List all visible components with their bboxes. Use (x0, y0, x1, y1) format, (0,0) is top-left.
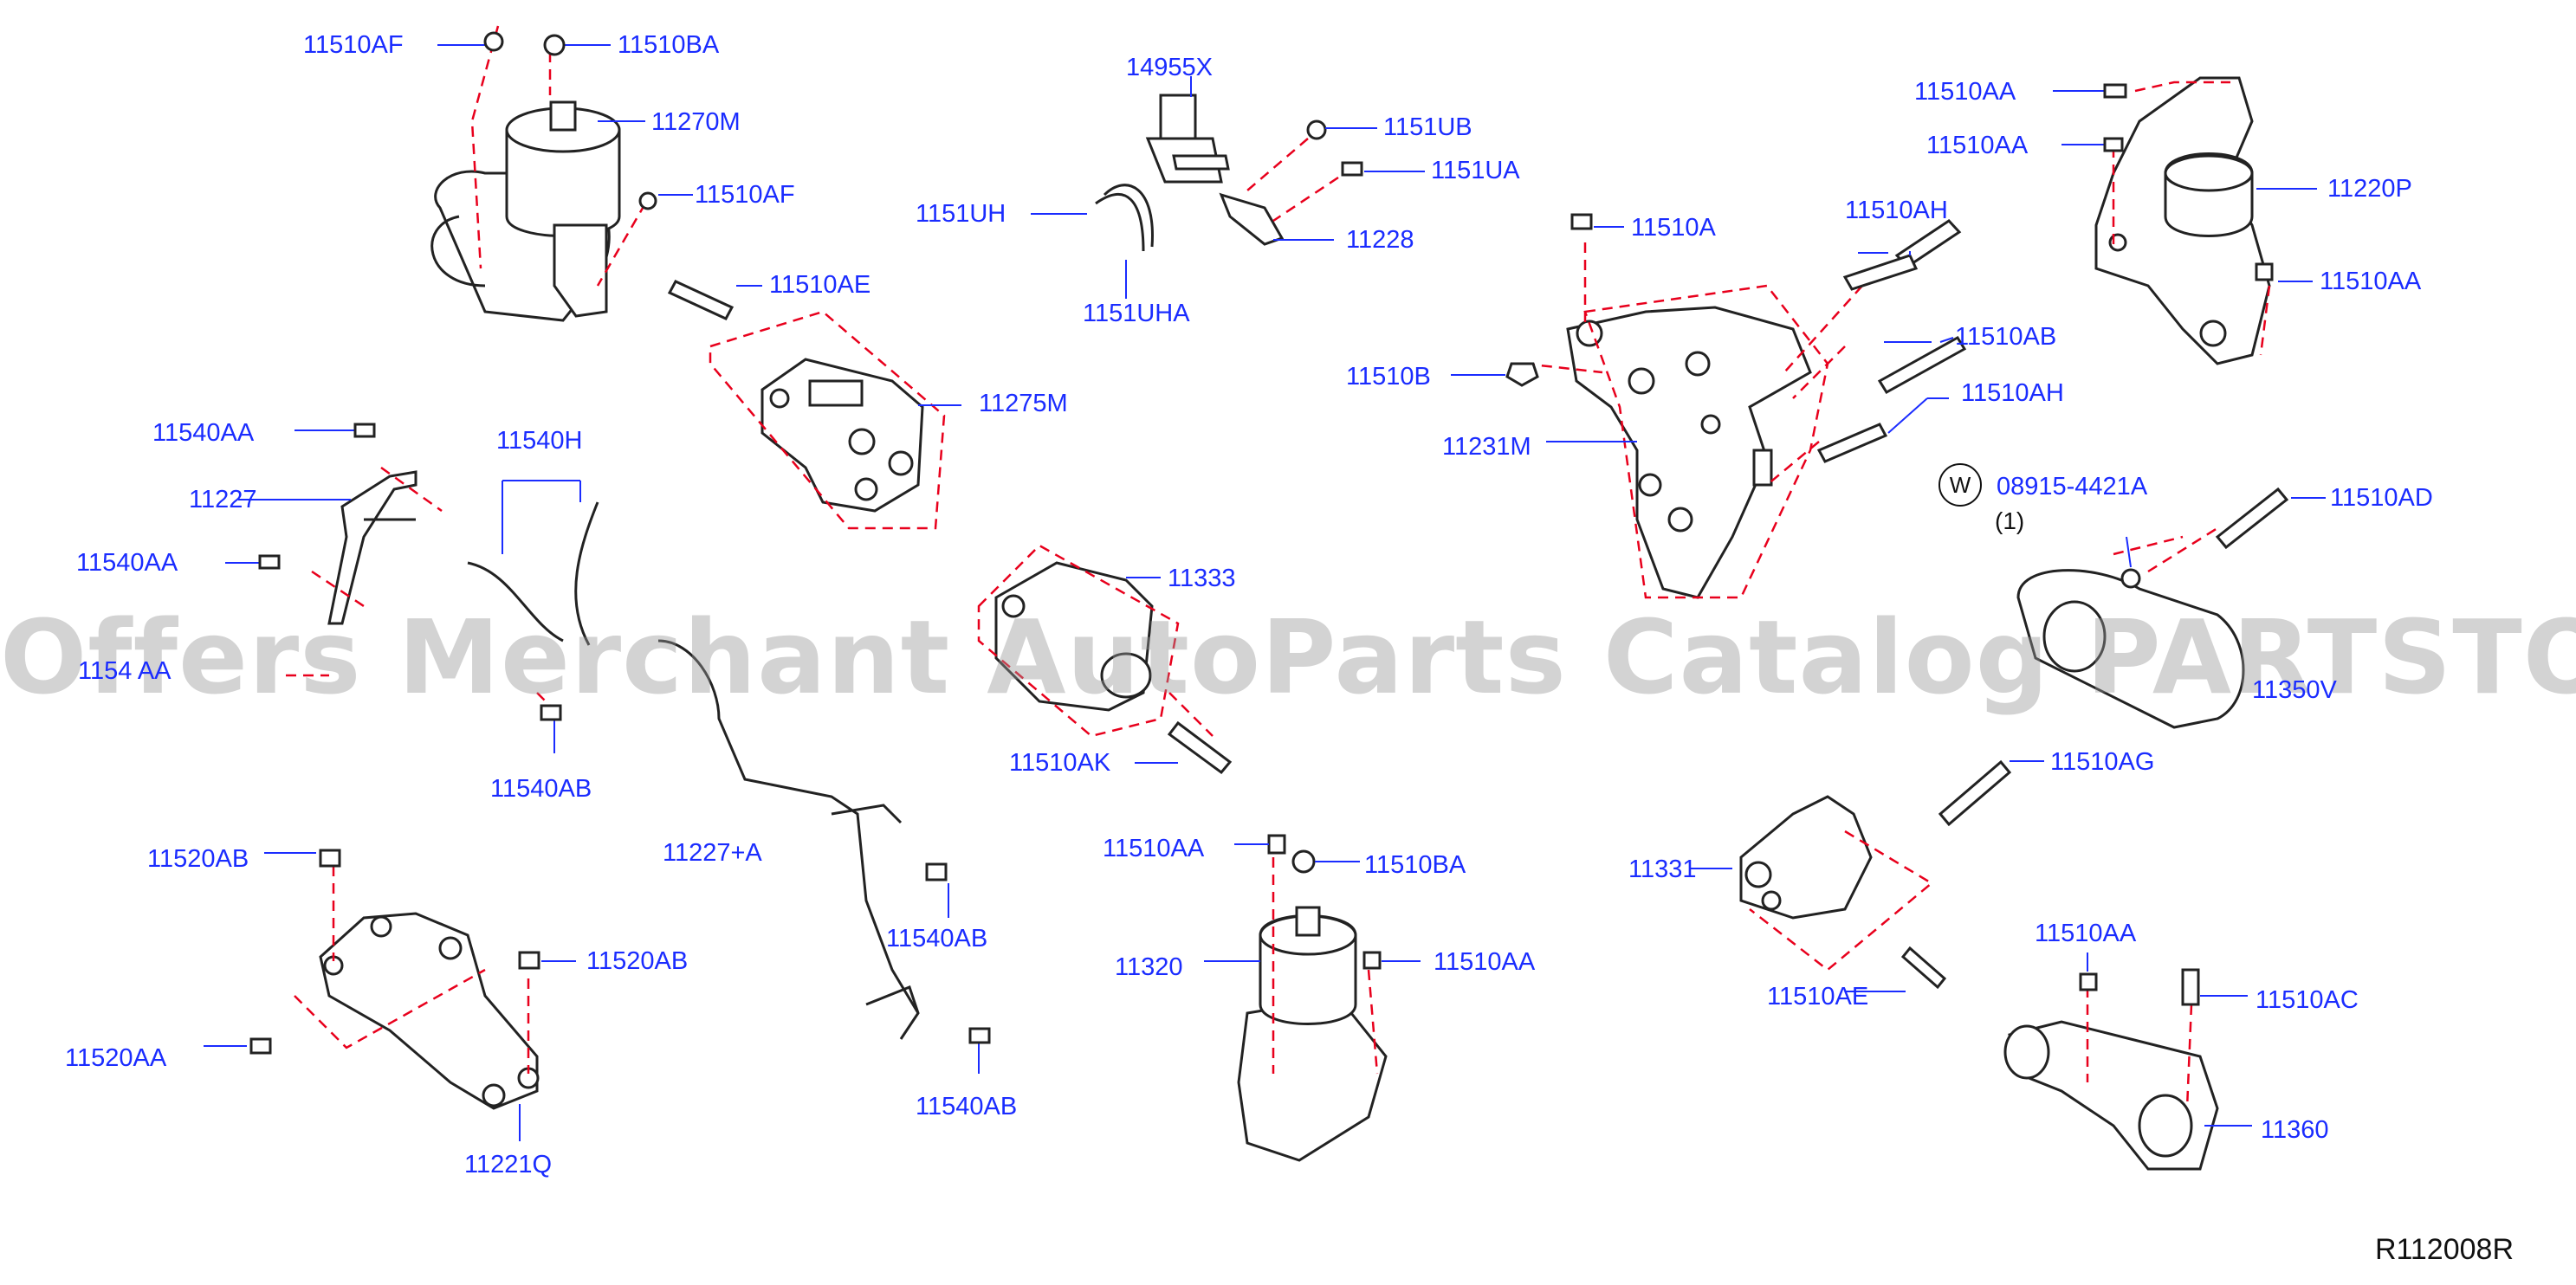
part-label-11510ah-lower[interactable]: 11510AH (1961, 379, 2064, 407)
part-label-11221q[interactable]: 11221Q (464, 1151, 553, 1178)
part-label-11510aa-r1[interactable]: 11510AA (1914, 78, 2016, 106)
insulator-11350v-drawing (2016, 526, 2245, 729)
part-label-11320[interactable]: 11320 (1115, 953, 1183, 981)
part-label-1151uh[interactable]: 1151UH (916, 200, 1006, 228)
bracket-11231m-drawing (1524, 242, 1863, 599)
part-label-11540ab-mid[interactable]: 11540AB (886, 925, 988, 952)
part-label-11540h[interactable]: 11540H (496, 427, 583, 455)
part-label-11540aa-top[interactable]: 11540AA (152, 419, 255, 447)
bracket-11333-drawing (977, 544, 1214, 738)
w-symbol-circle: W (1938, 463, 1982, 507)
part-label-11231m[interactable]: 11231M (1442, 433, 1531, 461)
bracket-11221q-drawing (294, 866, 540, 1110)
part-label-11510ad[interactable]: 11510AD (2330, 484, 2433, 512)
part-label-11360[interactable]: 11360 (2261, 1116, 2329, 1144)
part-label-11520aa[interactable]: 11520AA (65, 1044, 167, 1072)
part-label-11510ba-top[interactable]: 11510BA (618, 31, 720, 59)
part-label-11510ah-top[interactable]: 11510AH (1845, 197, 1948, 224)
part-label-11333[interactable]: 11333 (1168, 565, 1236, 592)
solenoid-group-drawing (1095, 94, 1363, 252)
part-label-11510aa-r2[interactable]: 11510AA (1926, 132, 2029, 159)
part-label-11540ab-left[interactable]: 11540AB (490, 775, 592, 803)
part-label-11228[interactable]: 11228 (1346, 226, 1414, 254)
part-label-11510aa-center-right[interactable]: 11510AA (1434, 948, 1536, 976)
pipe-and-hose-drawing (286, 466, 920, 1040)
part-label-11510b[interactable]: 11510B (1346, 363, 1431, 391)
part-label-11510ac[interactable]: 11510AC (2256, 986, 2359, 1014)
part-label-1151ua[interactable]: 1151UA (1431, 157, 1520, 184)
part-label-11331[interactable]: 11331 (1628, 856, 1697, 883)
part-label-11510af-lower[interactable]: 11510AF (695, 181, 795, 209)
engine-mount-11360-drawing (2003, 987, 2219, 1171)
diagram-id-code: R112008R (2374, 1233, 2514, 1266)
part-label-11220p[interactable]: 11220P (2327, 175, 2412, 203)
part-label-11275m[interactable]: 11275M (979, 390, 1068, 417)
part-label-11520ab-top[interactable]: 11520AB (147, 845, 249, 873)
part-label-11520ab-lower[interactable]: 11520AB (586, 947, 689, 975)
part-label-11227[interactable]: 11227 (189, 486, 257, 513)
part-label-11510ag[interactable]: 11510AG (2050, 748, 2155, 776)
part-label-11510aa-center[interactable]: 11510AA (1103, 835, 1205, 862)
part-label-11540aa-mid[interactable]: 11540AA (76, 549, 178, 577)
part-label-08915-4421a[interactable]: 08915-4421A (1997, 473, 2148, 500)
part-label-11510a[interactable]: 11510A (1631, 214, 1716, 242)
part-label-11350v[interactable]: 11350V (2252, 676, 2337, 704)
part-label-11270m[interactable]: 11270M (651, 108, 741, 136)
part-label-11540ab-lower[interactable]: 11540AB (916, 1093, 1018, 1120)
watermark-text: Offers Merchant AutoParts Catalog PARTST… (0, 597, 2576, 717)
bracket-11275m-drawing (709, 310, 946, 530)
bracket-11331-drawing (1739, 795, 1934, 972)
part-label-11510af-top[interactable]: 11510AF (303, 31, 404, 59)
engine-mount-11270m-drawing (430, 25, 647, 322)
part-label-1154-aa[interactable]: 1154 AA (78, 657, 172, 685)
part-label-14955x[interactable]: 14955X (1126, 54, 1213, 81)
part-label-11510ae-top[interactable]: 11510AE (769, 271, 871, 299)
part-label-11510ak[interactable]: 11510AK (1009, 749, 1111, 777)
part-label-11510aa-lower-right[interactable]: 11510AA (2035, 920, 2137, 947)
engine-mount-11320-drawing (1237, 857, 1388, 1162)
part-label-11510ba-center[interactable]: 11510BA (1364, 851, 1466, 879)
part-label-11510ae-lower[interactable]: 11510AE (1767, 983, 1869, 1011)
quantity-note: (1) (1995, 507, 2025, 534)
part-label-11510aa-r3[interactable]: 11510AA (2320, 268, 2422, 295)
part-label-1151ub[interactable]: 1151UB (1383, 113, 1472, 141)
part-label-11510ab[interactable]: 11510AB (1955, 323, 2057, 351)
part-label-11227-plus-a[interactable]: 11227+A (663, 839, 762, 867)
part-label-1151uha[interactable]: 1151UHA (1083, 300, 1190, 327)
engine-mount-11220p-drawing (2094, 76, 2271, 365)
